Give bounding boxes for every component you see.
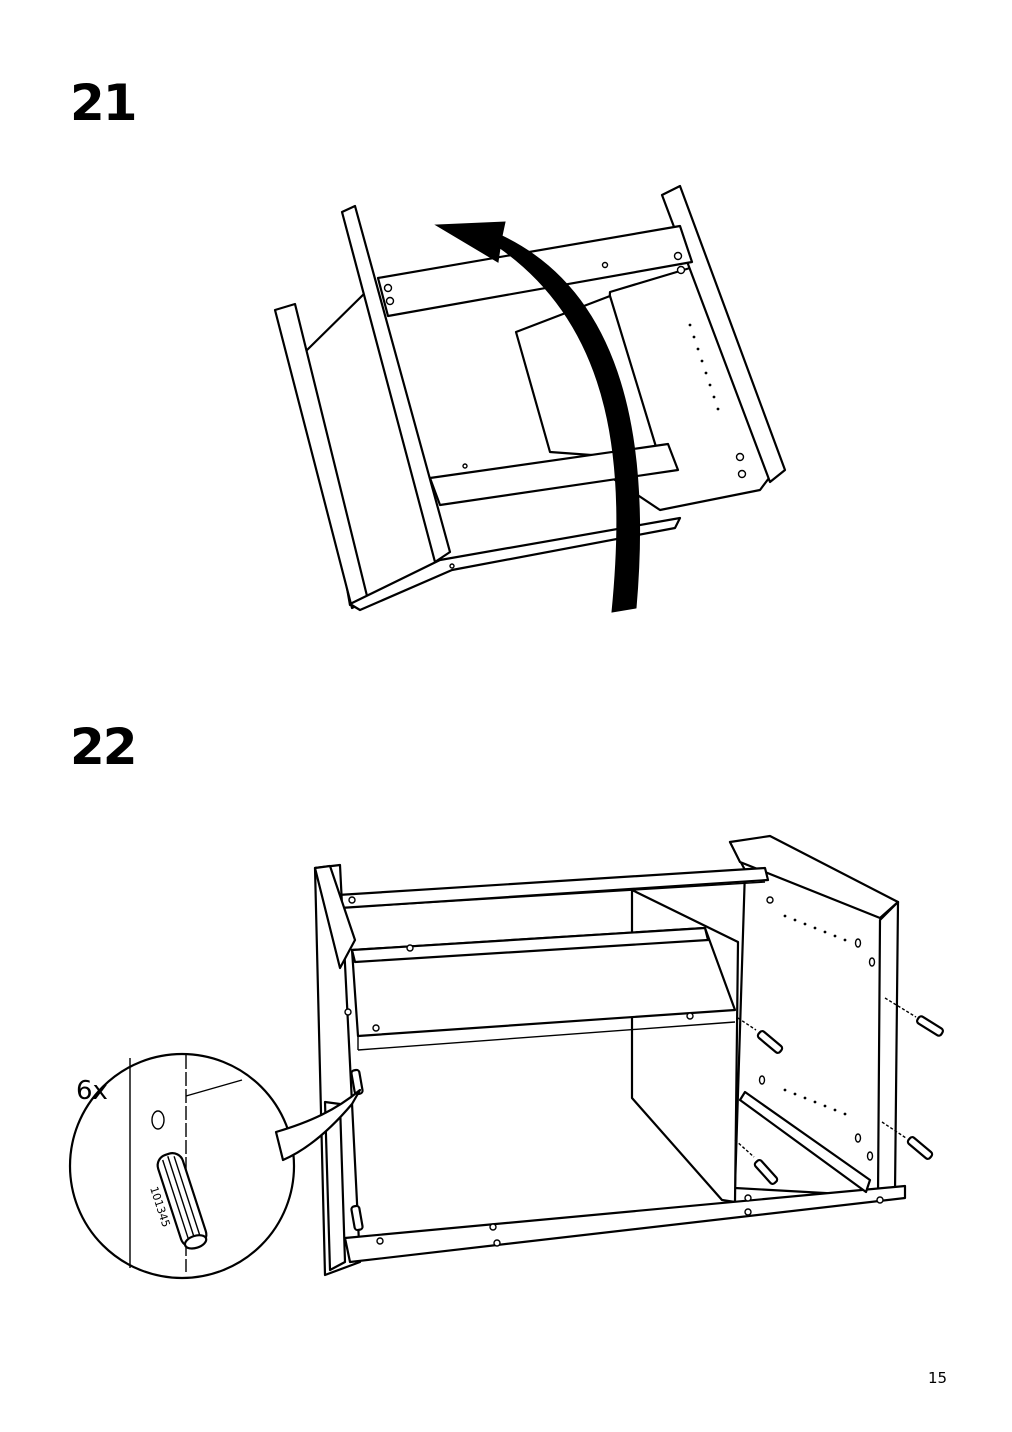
page-number: 15: [928, 1369, 948, 1387]
step-21-illustration: [273, 184, 787, 613]
wooden-dowel-icon: [156, 1152, 208, 1250]
quantity-label: 6x: [76, 1076, 108, 1106]
rotate-arrow-icon: [434, 221, 641, 613]
shelf-pin-holes: [783, 914, 847, 1116]
dowel-detail-callout: 101345: [68, 1052, 362, 1280]
step-number-22: 22: [70, 718, 138, 776]
shelf-pin-holes: [688, 323, 720, 411]
cabinet-frame-upright: [313, 834, 907, 1277]
step-number-21: 21: [70, 74, 138, 132]
wooden-dowels: [350, 997, 944, 1232]
